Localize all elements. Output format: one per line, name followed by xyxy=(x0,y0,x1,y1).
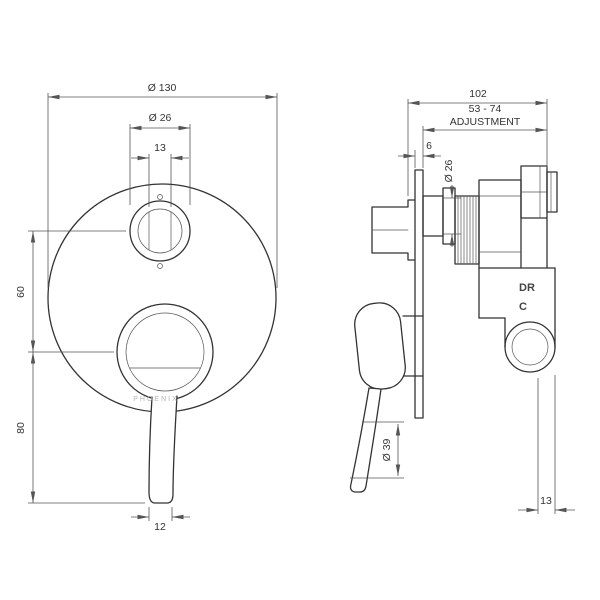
dim-outlet-offset: 13 xyxy=(540,495,552,507)
valve-body xyxy=(478,217,556,348)
dim-handle-length: 80 xyxy=(15,422,27,434)
dim-knob-spacing: 60 xyxy=(15,286,27,298)
mixer-hub xyxy=(116,303,214,401)
dim-handle-width: 12 xyxy=(154,521,166,533)
outlet-port xyxy=(504,321,556,373)
body-marking-dr: DR xyxy=(519,282,535,294)
dim-knob-width: 13 xyxy=(154,142,166,154)
dim-adjustment-label: ADJUSTMENT xyxy=(450,116,521,128)
indicator-dot-bottom xyxy=(157,263,163,269)
handle-lever-side xyxy=(349,387,382,493)
dim-plate-diameter: Ø 130 xyxy=(148,82,177,94)
side-dimensions xyxy=(350,99,575,514)
dim-adjustment-range: 53 - 74 xyxy=(469,103,502,115)
handle-hub xyxy=(354,302,406,390)
diverter-cartridge xyxy=(422,165,558,269)
side-view: 102 53 - 74 ADJUSTMENT 6 Ø 26 DR C Ø 39 … xyxy=(349,88,575,514)
indicator-dot-top xyxy=(157,194,163,200)
diverter-knob xyxy=(129,194,191,269)
dim-plate-thickness: 6 xyxy=(426,140,432,152)
dim-overall-depth: 102 xyxy=(469,88,487,100)
front-dimensions xyxy=(28,93,278,521)
body-marking-c: C xyxy=(519,301,527,313)
dim-spindle-diameter: Ø 26 xyxy=(443,159,455,182)
brand-text: PHOENIX xyxy=(133,396,179,403)
front-view: Ø 130 Ø 26 13 60 80 12 PHOENIX xyxy=(15,82,278,533)
dim-knob-diameter: Ø 26 xyxy=(149,112,172,124)
faceplate-circle xyxy=(47,183,277,413)
dim-hub-diameter: Ø 39 xyxy=(381,438,393,461)
handle-lever xyxy=(148,395,178,504)
retaining-clip xyxy=(546,171,558,213)
handle-assembly xyxy=(349,302,424,493)
wall-plate xyxy=(414,169,424,419)
